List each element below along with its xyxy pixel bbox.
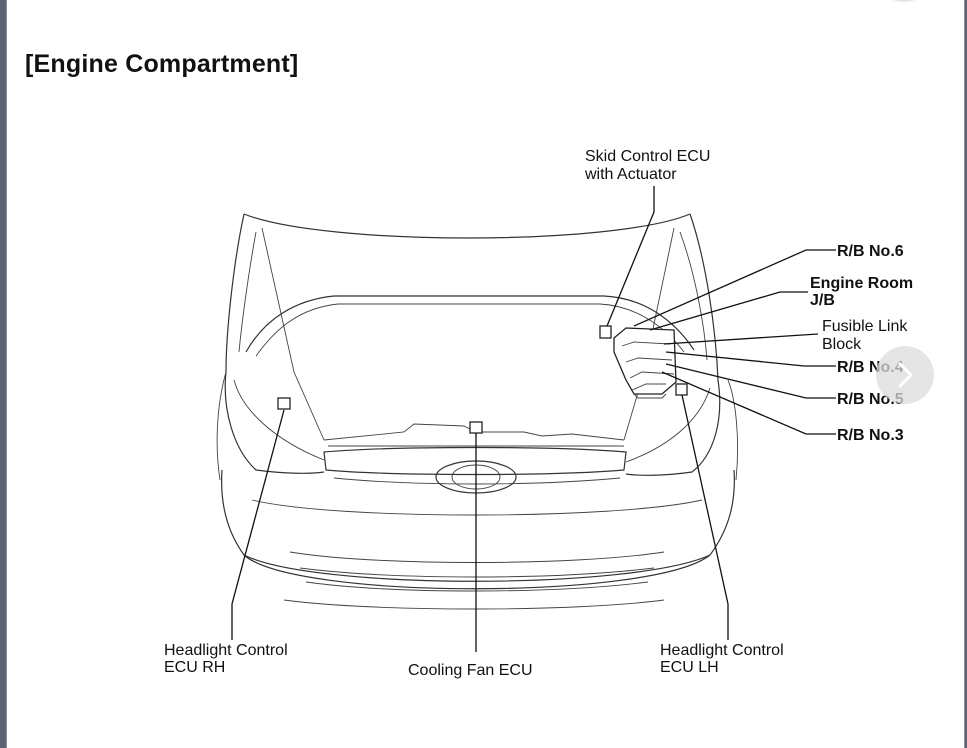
labels: Skid Control ECU with Actuator R/B No.6 …: [164, 148, 913, 679]
page-title: [Engine Compartment]: [25, 50, 299, 78]
cooling-fan-marker: [469, 421, 483, 434]
headlight-lh-marker: [675, 383, 688, 396]
label-cooling-fan: Cooling Fan ECU: [408, 662, 533, 679]
leader-lines: [231, 186, 836, 652]
label-skid-control-line1: Skid Control ECU: [585, 148, 710, 165]
label-engine-room-line2: J/B: [810, 292, 835, 309]
label-rb-no3: R/B No.3: [837, 427, 904, 444]
components: [277, 325, 688, 434]
chevron-right-icon: [898, 362, 913, 388]
document-page: [Engine Compartment]: [6, 0, 965, 748]
vehicle-outline: [216, 213, 739, 610]
next-page-button[interactable]: [876, 346, 934, 404]
label-fusible-link-line1: Fusible Link: [822, 318, 908, 335]
label-headlight-lh-line2: ECU LH: [660, 659, 719, 676]
label-headlight-rh-line1: Headlight Control: [164, 642, 288, 659]
top-corner-button[interactable]: [884, 0, 924, 2]
label-fusible-link-line2: Block: [822, 336, 862, 353]
label-engine-room-line1: Engine Room: [810, 275, 913, 292]
label-skid-control-line2: with Actuator: [584, 166, 677, 183]
label-rb-no6: R/B No.6: [837, 243, 904, 260]
relay-block-cluster: [613, 327, 677, 399]
headlight-rh-marker: [277, 397, 291, 410]
skid-control-ecu-marker: [599, 325, 612, 339]
label-headlight-rh-line2: ECU RH: [164, 659, 225, 676]
label-headlight-lh-line1: Headlight Control: [660, 642, 784, 659]
